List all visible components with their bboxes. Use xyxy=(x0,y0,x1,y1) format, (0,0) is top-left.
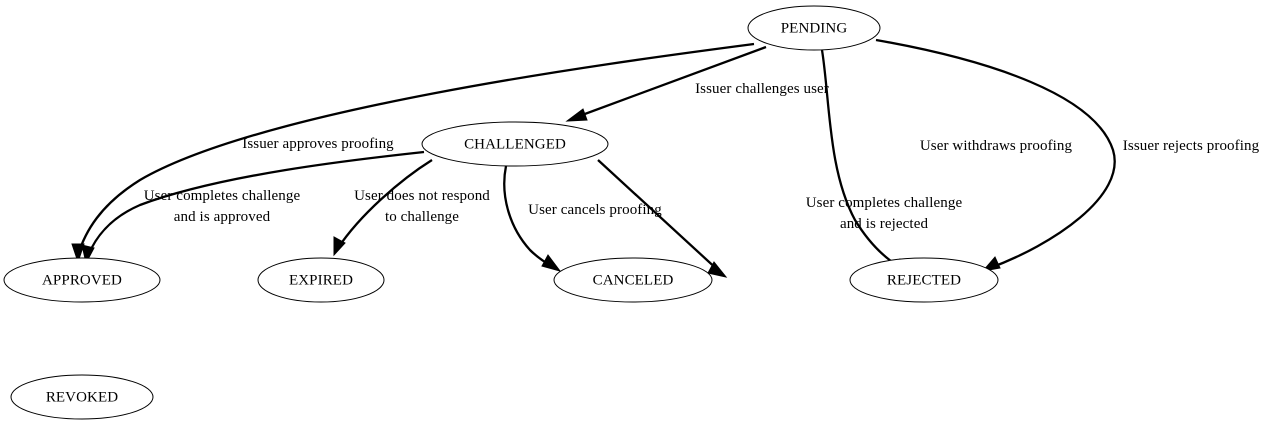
node-challenged[interactable]: CHALLENGED xyxy=(421,121,609,167)
node-label: EXPIRED xyxy=(289,272,353,288)
node-shape xyxy=(553,257,713,303)
edge-line xyxy=(337,159,433,249)
edge-label-pending-rejected-alt: Issuer rejects proofing xyxy=(1123,138,1260,154)
arrowhead-icon xyxy=(71,243,85,264)
arrowhead-icon xyxy=(565,108,588,122)
edge-line xyxy=(573,45,767,120)
nodes-layer: PENDING CHALLENGED APPROVED EXPIRED CANCELED… xyxy=(3,5,999,420)
edge-line xyxy=(76,42,755,256)
arrowhead-icon xyxy=(981,256,1001,272)
edge-challenged-rejected-cross xyxy=(597,159,728,278)
edge-line xyxy=(597,159,721,273)
edge-label-pending-rejected: User withdraws proofing xyxy=(920,138,1073,154)
node-rejected[interactable]: REJECTED xyxy=(849,257,999,303)
edge-label-pending-challenged: Issuer challenges user xyxy=(695,81,829,97)
edge-challenged-canceled xyxy=(503,165,562,272)
edge-line xyxy=(875,38,1116,270)
node-shape xyxy=(849,257,999,303)
edge-label-pending-approved: Issuer approves proofing xyxy=(242,136,394,152)
node-canceled[interactable]: CANCELED xyxy=(553,257,713,303)
edges-layer xyxy=(71,38,1116,278)
node-revoked[interactable]: REVOKED xyxy=(10,374,154,420)
node-label: CHALLENGED xyxy=(464,136,566,152)
arrowhead-icon xyxy=(333,236,346,257)
arrowhead-icon xyxy=(541,254,562,272)
node-label: PENDING xyxy=(781,20,848,36)
node-shape xyxy=(10,374,154,420)
node-label: REJECTED xyxy=(887,272,961,288)
node-label: CANCELED xyxy=(593,272,674,288)
node-shape xyxy=(257,257,385,303)
edge-pending-approved xyxy=(71,42,755,264)
arrowhead-icon xyxy=(707,261,728,278)
node-label: REVOKED xyxy=(46,389,118,405)
edge-pending-challenged xyxy=(565,45,767,122)
node-approved[interactable]: APPROVED xyxy=(3,257,161,303)
edge-line xyxy=(820,49,906,272)
node-expired[interactable]: EXPIRED xyxy=(257,257,385,303)
node-shape xyxy=(421,121,609,167)
edge-pending-rejected-alt xyxy=(875,38,1116,272)
node-pending[interactable]: PENDING xyxy=(747,5,881,51)
edge-line xyxy=(86,150,425,257)
node-shape xyxy=(747,5,881,51)
edge-label-challenged-canceled: User cancels proofing xyxy=(528,202,662,218)
edge-challenged-expired xyxy=(333,159,433,257)
node-shape xyxy=(3,257,161,303)
edge-pending-rejected xyxy=(820,49,914,275)
node-label: APPROVED xyxy=(42,272,122,288)
edge-labels-layer: Issuer approves proofing Issuer challenge… xyxy=(144,81,1260,232)
